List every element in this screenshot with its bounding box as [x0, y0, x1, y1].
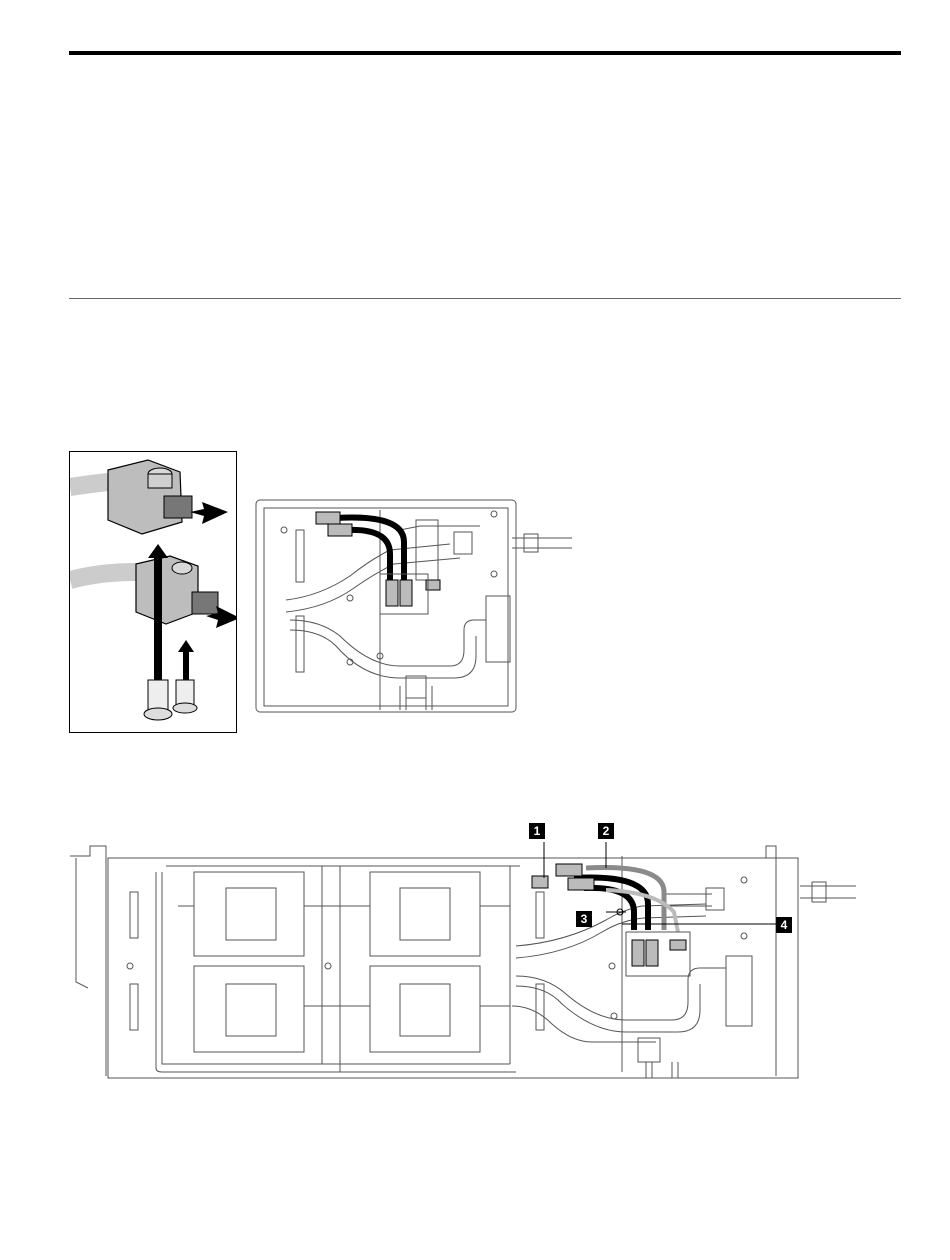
header-rule: [69, 51, 901, 55]
callout-1: 1: [529, 823, 545, 839]
connector-detail-inset: [69, 451, 237, 733]
callout-4: 4: [776, 917, 792, 933]
callout-3: 3: [576, 911, 592, 927]
callout-2: 2: [598, 823, 614, 839]
connector-detail-illustration: [70, 452, 236, 732]
section-divider: [69, 298, 901, 299]
node-partial-illustration: [250, 490, 580, 720]
node-full-illustration: [66, 816, 856, 1084]
